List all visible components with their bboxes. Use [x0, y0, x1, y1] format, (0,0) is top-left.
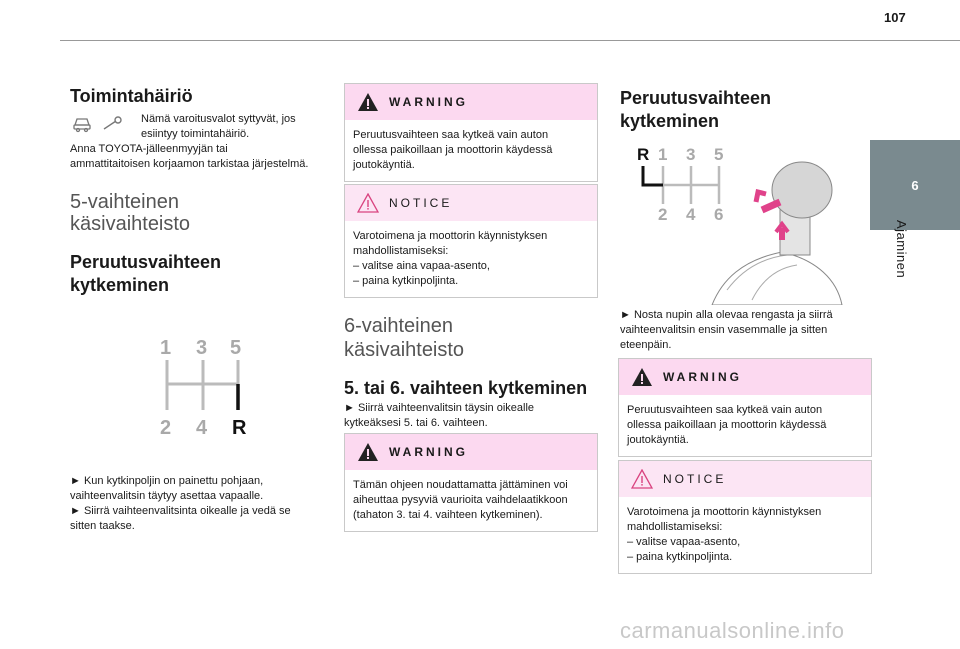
notice-2-line-4: – paina kytkinpoljinta. — [627, 551, 733, 563]
page-number: 107 — [884, 10, 906, 25]
warning-3-line-2: ollessa paikoillaan ja moottorin käydess… — [627, 419, 827, 431]
reverse-title-1: Peruutusvaihteen — [70, 252, 222, 272]
fault-text-3: Anna TOYOTA-jälleenmyyjän tai — [70, 143, 228, 155]
section-title-6speed-2: käsivaihteisto — [344, 339, 465, 361]
instr-5speed-2: vaihteenvalitsin täytyy asettaa vapaalle… — [70, 490, 264, 502]
instr-reverse-6speed-3: eteenpäin. — [620, 339, 672, 351]
gear-label-2: 2 — [658, 205, 667, 224]
notice-1-line-4: – paina kytkinpoljinta. — [353, 275, 459, 287]
notice-box-2-head: NOTICE — [619, 461, 871, 497]
instr-6speed-1: ► Siirrä vaihteenvalitsin täysin oikeall… — [344, 402, 535, 414]
warning-box-1: WARNING Peruutusvaihteen saa kytkeä vain… — [344, 83, 598, 182]
notice-2-line-2: mahdollistamiseksi: — [627, 521, 723, 533]
notice-1-line-1: Varotoimena ja moottorin käynnistyksen — [353, 230, 548, 242]
notice-label: NOTICE — [663, 472, 727, 486]
notice-2-line-3: – valitse vapaa-asento, — [627, 536, 741, 548]
notice-triangle-icon — [631, 469, 653, 489]
warning-2-line-2: aiheuttaa pysyviä vaurioita vaihdelaatik… — [353, 494, 568, 506]
warning-box-2-head: WARNING — [345, 434, 597, 470]
fault-text-2: esiintyy toimintahäiriö. — [141, 128, 250, 140]
gear-knob-illustration — [711, 161, 843, 306]
notice-box-1: NOTICE Varotoimena ja moottorin käynnist… — [344, 184, 598, 298]
fault-text-1: Nämä varoitusvalot syttyvät, jos — [141, 113, 296, 125]
warning-box-3: WARNING Peruutusvaihteen saa kytkeä vain… — [618, 358, 872, 457]
chapter-tab[interactable]: 6 — [870, 140, 960, 230]
car-icon — [73, 118, 91, 133]
instr-6speed-2: kytkeäksesi 5. tai 6. vaihteen. — [344, 417, 488, 429]
instr-reverse-6speed-1: ► Nosta nupin alla olevaa rengasta ja si… — [620, 309, 833, 321]
warning-3-line-1: Peruutusvaihteen saa kytkeä vain auton — [627, 404, 823, 416]
section-title-5speed-1: 5-vaihteinen — [70, 191, 179, 213]
instr-5speed-1: ► Kun kytkinpoljin on painettu pohjaan, — [70, 475, 264, 487]
fault-title: Toimintahäiriö — [70, 86, 193, 106]
notice-box-2: NOTICE Varotoimena ja moottorin käynnist… — [618, 460, 872, 574]
gear-label-2: 2 — [160, 417, 171, 438]
gear-label-5: 5 — [230, 337, 241, 359]
notice-label: NOTICE — [389, 196, 453, 210]
warning-box-2: WARNING Tämän ohjeen noudattamatta jättä… — [344, 433, 598, 532]
notice-1-line-3: – valitse aina vapaa-asento, — [353, 260, 490, 272]
gear-diagram-5speed: 1 3 5 2 4 R — [150, 328, 260, 443]
header-rule — [60, 40, 960, 41]
instr-reverse-6speed-2: vaihteenvalitsin ensin vasemmalle ja sit… — [620, 324, 828, 336]
gear-label-1: 1 — [658, 145, 667, 164]
notice-2-line-1: Varotoimena ja moottorin käynnistyksen — [627, 506, 822, 518]
gear-label-3: 3 — [686, 145, 695, 164]
gear-diagram-6speed: R 1 3 5 2 4 6 — [632, 140, 852, 310]
notice-triangle-icon — [357, 193, 379, 213]
gear-label-r: R — [232, 417, 247, 438]
reverse-title-2: kytkeminen — [70, 275, 170, 295]
instr-5speed-4: sitten taakse. — [70, 520, 135, 532]
gear-5-6-title: 5. tai 6. vaihteen kytkeminen — [344, 378, 588, 398]
fault-text-4: ammattitaitoisen korjaamon tarkistaa jär… — [70, 158, 309, 170]
warning-1-line-3: joutokäyntiä. — [353, 159, 415, 171]
warning-label: WARNING — [663, 370, 742, 384]
warning-lights-icons — [72, 113, 132, 138]
gear-label-r: R — [637, 145, 649, 164]
watermark: carmanualsonline.info — [620, 618, 845, 643]
warning-3-line-3: joutokäyntiä. — [627, 434, 689, 446]
warning-label: WARNING — [389, 445, 468, 459]
warning-label: WARNING — [389, 95, 468, 109]
gear-label-4: 4 — [686, 205, 696, 224]
chapter-title: Ajaminen — [894, 220, 909, 279]
wrench-icon — [103, 116, 122, 130]
gear-label-1: 1 — [160, 337, 171, 359]
warning-box-1-head: WARNING — [345, 84, 597, 120]
notice-box-1-head: NOTICE — [345, 185, 597, 221]
warning-2-line-1: Tämän ohjeen noudattamatta jättäminen vo… — [353, 479, 568, 491]
reverse-6speed-title-2: kytkeminen — [620, 111, 720, 131]
instr-5speed-3: ► Siirrä vaihteenvalitsinta oikealle ja … — [70, 505, 291, 517]
warning-triangle-icon — [358, 443, 378, 461]
warning-box-3-head: WARNING — [619, 359, 871, 395]
gear-label-4: 4 — [196, 417, 208, 438]
warning-2-line-3: (tahaton 3. tai 4. vaihteen kytkeminen). — [353, 509, 543, 521]
warning-1-line-2: ollessa paikoillaan ja moottorin käydess… — [353, 144, 553, 156]
gear-label-6: 6 — [714, 205, 723, 224]
section-title-6speed-1: 6-vaihteinen — [344, 315, 453, 337]
section-title-5speed-2: käsivaihteisto — [70, 213, 191, 235]
gear-label-5: 5 — [714, 145, 723, 164]
reverse-6speed-title-1: Peruutusvaihteen — [620, 88, 772, 108]
gear-label-3: 3 — [196, 337, 207, 359]
warning-1-line-1: Peruutusvaihteen saa kytkeä vain auton — [353, 129, 549, 141]
warning-triangle-icon — [358, 93, 378, 111]
notice-1-line-2: mahdollistamiseksi: — [353, 245, 449, 257]
warning-triangle-icon — [632, 368, 652, 386]
